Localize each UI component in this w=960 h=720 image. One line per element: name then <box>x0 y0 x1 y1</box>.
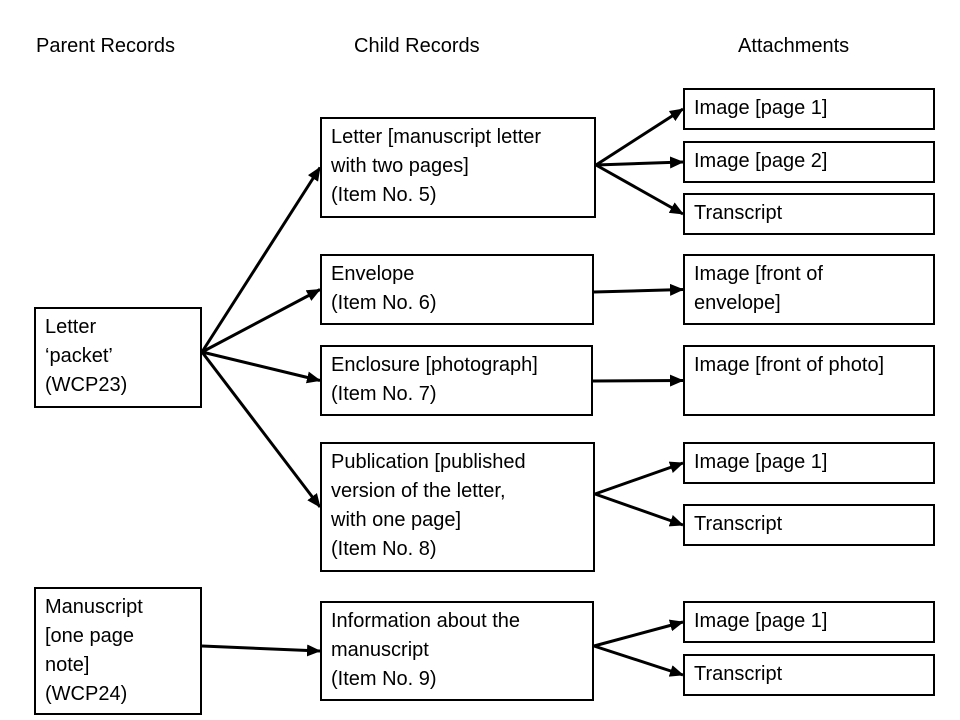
header-attachments: Attachments <box>738 35 850 57</box>
box-text-line: manuscript <box>331 639 429 661</box>
box-text-line: with one page] <box>331 509 462 531</box>
box-text-line: [one page <box>45 625 134 647</box>
attachment-transcript: Transcript <box>683 654 935 696</box>
box-text-line: Enclosure [photograph] <box>331 354 538 376</box>
box-text-line: (WCP24) <box>45 683 128 705</box>
box-text-line: Transcript <box>694 202 783 224</box>
attachment-image-page-1: Image [page 1] <box>683 442 935 484</box>
connector-arrow <box>201 288 321 354</box>
connector-arrow <box>200 166 322 353</box>
child-item-9: Information about the manuscript (Item No.… <box>320 601 594 701</box>
box-text-line: Envelope <box>331 263 415 285</box>
header-child-records: Child Records <box>354 35 480 57</box>
connector-arrow <box>593 619 684 648</box>
connector-arrow <box>595 163 684 216</box>
child-item-5: Letter [manuscript letter with two pages]… <box>320 117 596 218</box>
box-text-line: Letter <box>45 316 97 338</box>
box-text-line: envelope] <box>694 292 781 314</box>
box-text-line: (Item No. 9) <box>331 668 437 690</box>
connector-arrow <box>595 156 684 169</box>
box-text-line: Publication [published <box>331 451 526 473</box>
connector-arrow <box>595 107 684 167</box>
attachment-image-page-1: Image [page 1] <box>683 88 935 130</box>
header-parent-records: Parent Records <box>36 35 175 57</box>
box-text-line: Image [front of photo] <box>694 354 885 376</box>
box-text-line: Image [page 1] <box>694 610 828 632</box>
child-item-6: Envelope (Item No. 6) <box>320 254 594 325</box>
box-text-line: ‘packet’ <box>45 345 113 367</box>
box-text-line: Image [page 1] <box>694 97 828 119</box>
connector-arrow <box>594 461 684 496</box>
box-text-line: version of the letter, <box>331 480 506 502</box>
box-text-line: note] <box>45 654 90 676</box>
box-text-line: (WCP23) <box>45 374 128 396</box>
box-text-line: Image [page 2] <box>694 150 828 172</box>
box-text-line: Letter [manuscript letter <box>331 126 542 148</box>
child-item-8: Publication [published version of the let… <box>320 442 595 572</box>
box-text-line: Information about the <box>331 610 521 632</box>
box-text-line: Manuscript <box>45 596 143 618</box>
box-text-line: (Item No. 7) <box>331 383 437 405</box>
box-text-line: Image [page 1] <box>694 451 828 473</box>
connector-arrow <box>593 644 684 677</box>
connector-arrow <box>592 374 684 387</box>
parent-wcp24: Manuscript [one page note] (WCP24) <box>34 587 202 715</box>
box-text-line: Transcript <box>694 513 783 535</box>
box-text-line: (Item No. 5) <box>331 184 437 206</box>
box-text-line: (Item No. 6) <box>331 292 437 314</box>
attachment-image-front-envelope: Image [front of envelope] <box>683 254 935 325</box>
connector-arrow <box>200 351 322 508</box>
attachment-transcript: Transcript <box>683 193 935 235</box>
connector-arrow <box>593 283 684 296</box>
attachment-image-front-photo: Image [front of photo] <box>683 345 935 416</box>
connector-arrow <box>201 644 321 657</box>
parent-wcp23: Letter ‘packet’ (WCP23) <box>34 307 202 408</box>
box-text-line: Transcript <box>694 663 783 685</box>
attachment-transcript: Transcript <box>683 504 935 546</box>
attachment-image-page-2: Image [page 2] <box>683 141 935 183</box>
child-item-7: Enclosure [photograph] (Item No. 7) <box>320 345 593 416</box>
box-text-line: (Item No. 8) <box>331 538 437 560</box>
box-text-line: Image [front of <box>694 263 823 285</box>
box-text-line: with two pages] <box>331 155 469 177</box>
connector-arrow <box>594 492 684 527</box>
attachment-image-page-1: Image [page 1] <box>683 601 935 643</box>
connector-arrow <box>201 350 321 384</box>
